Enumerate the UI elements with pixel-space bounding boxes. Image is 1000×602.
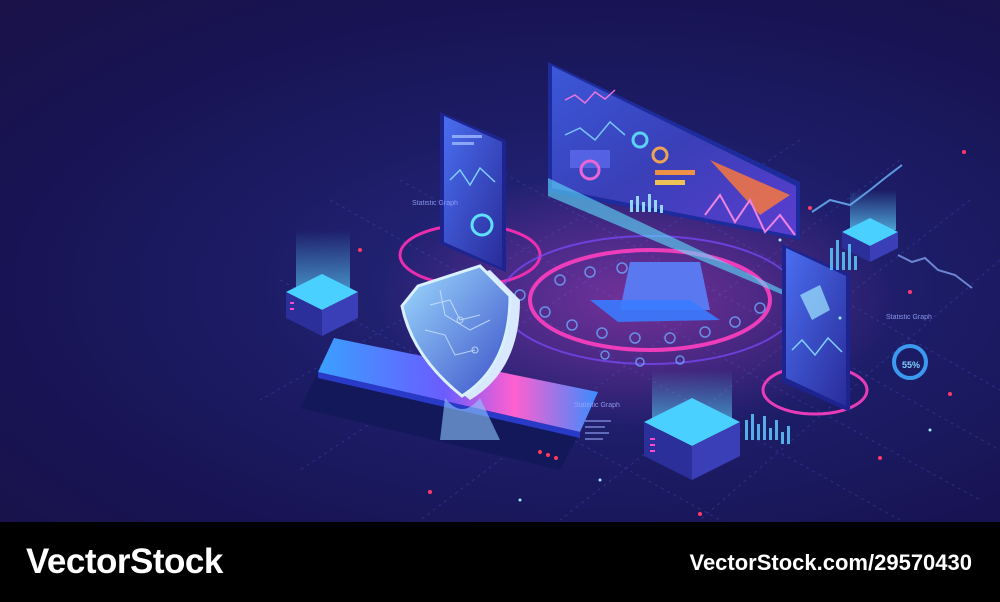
label-statistic-graph-3: Statistic Graph — [886, 314, 932, 321]
watermark-footer: VectorStock VectorStock.com/29570430 — [0, 522, 1000, 602]
glow-dots — [358, 150, 966, 516]
server-box-icon-left — [286, 230, 358, 336]
server-box-icon-center — [644, 370, 740, 480]
image-url: VectorStock.com/29570430 — [689, 550, 972, 575]
floating-line-chart — [811, 164, 903, 213]
shield-icon — [400, 264, 520, 440]
floating-bar-chart — [745, 240, 857, 444]
label-statistic-graph-2: Statistic Graph — [574, 402, 620, 409]
illustration: Statistic Graph Statistic Graph Statisti… — [0, 0, 1000, 522]
smartphone-icon-left — [440, 112, 506, 272]
label-statistic-graph-1: Statistic Graph — [412, 200, 458, 207]
monitor-icon — [548, 62, 800, 322]
percent-ring — [892, 344, 928, 380]
smartphone-icon-right — [782, 244, 850, 412]
ring-center — [528, 248, 772, 352]
percent-label: 55% — [902, 360, 921, 370]
server-box-icon-right — [842, 190, 898, 262]
isometric-tech-scene — [259, 62, 1000, 521]
brand-logo: VectorStock — [26, 542, 223, 581]
